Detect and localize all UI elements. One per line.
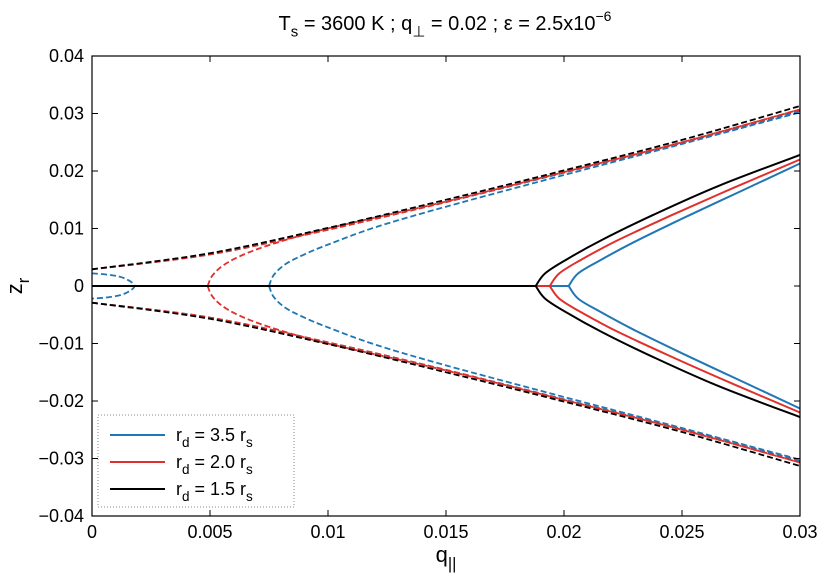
x-tick-label: 0.015 [423,522,468,542]
series-1-unstable-branch-lower [268,285,801,461]
x-tick-label: 0.01 [310,522,345,542]
y-tick-label: 0.04 [49,46,84,66]
legend-label: rd = 3.5 rs [176,425,253,450]
x-tick-label: 0.02 [546,522,581,542]
series-3-unstable-lower [91,301,801,467]
series-2-unstable-lower [91,301,801,464]
x-tick-label: 0.03 [782,522,817,542]
x-tick-label: 0.025 [659,522,704,542]
series-1-stable-upper [567,162,801,287]
x-tick-label: 0 [87,522,97,542]
y-tick-label: 0 [74,276,84,296]
y-axis-label: zr [2,277,33,294]
series-3-stable-lower [534,285,801,419]
legend-label: rd = 2.0 rs [176,452,253,477]
y-tick-label: −0.01 [38,334,84,354]
series-1-stable-lower [567,285,801,410]
y-tick-label: 0.01 [49,219,84,239]
plot-area [91,105,801,467]
y-tick-label: −0.04 [38,506,84,526]
y-tick-label: 0.03 [49,104,84,124]
y-tick-label: −0.03 [38,449,84,469]
x-tick-label: 0.005 [187,522,232,542]
chart-title: Ts = 3600 K ; q⊥ = 0.02 ; ε = 2.5x10−6 [279,8,612,40]
series-2-stable-lower [548,285,801,414]
legend-label: rd = 1.5 rs [176,479,253,504]
series-3-stable-upper [534,153,801,287]
series-1-unstable-upper [91,110,801,271]
series-3-unstable-upper [91,105,801,271]
y-tick-label: −0.02 [38,391,84,411]
y-tick-label: 0.02 [49,161,84,181]
series-2-stable-upper [548,158,801,287]
series-1-unstable-branch-upper [268,111,801,287]
axis-ticks: 0 0.005 0.01 0.015 0.02 0.025 0.03 −0.04 −0.03 −0… [38,46,817,542]
series-2-unstable-upper [91,108,801,271]
x-axis-label: q|| [436,542,457,573]
